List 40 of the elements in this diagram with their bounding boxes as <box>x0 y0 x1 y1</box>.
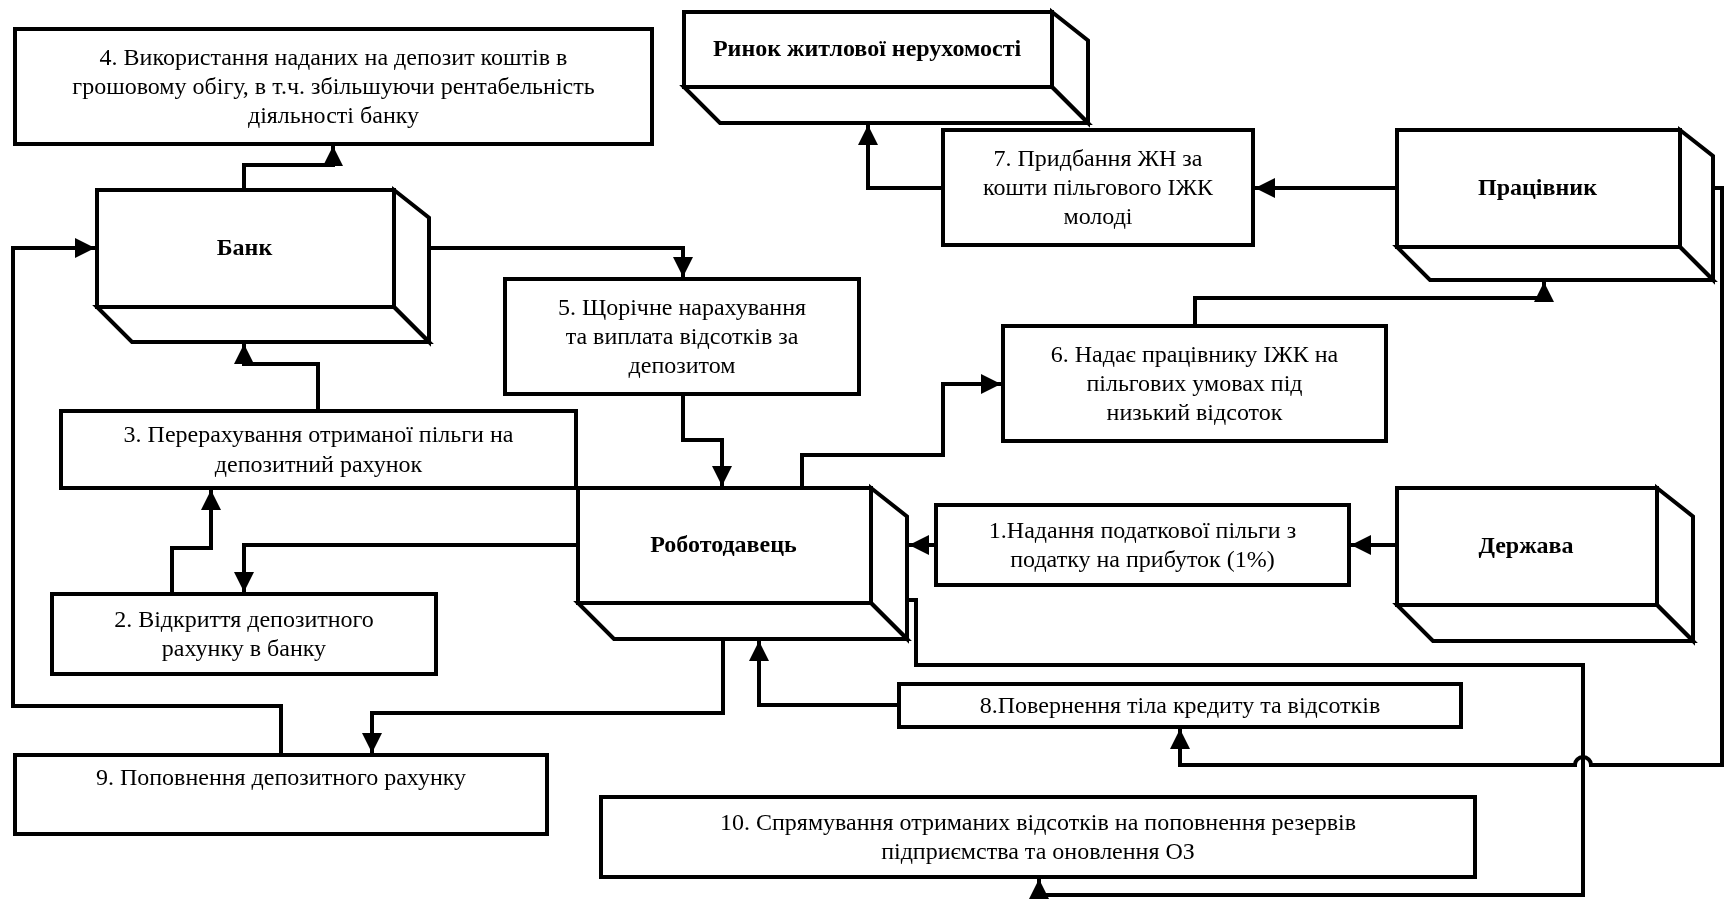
block-title: Роботодавець <box>650 529 797 559</box>
connector-arrow <box>362 641 725 753</box>
process-box <box>941 128 1255 247</box>
connector-arrow <box>800 374 1001 486</box>
connector-arrow <box>1255 178 1395 198</box>
box-text: 3. Перерахування отриманої пільги на депозитний рахунок <box>122 420 515 479</box>
box-text: 1.Надання податкової пільги з податку на прибуток (1%) <box>987 515 1298 574</box>
box-text: 4. Використання наданих на депозит коштів в грошовому обігу, в т.ч. збільшуючи рентабельність діяльності банку <box>71 42 596 131</box>
block-title: Банк <box>216 232 273 262</box>
connector-arrow <box>234 344 320 409</box>
box-text: 5. Щорічне нарахування та виплата відсотків за депозитом <box>556 292 808 381</box>
connector-arrow <box>1193 282 1554 324</box>
block-title: Ринок житлової нерухомості <box>712 33 1022 63</box>
box-text: 8.Повернення тіла кредиту та відсотків <box>979 690 1381 720</box>
box-text: 10. Спрямування отриманих відсотків на поповнення резервів підприємства та оновлення ОЗ <box>719 807 1357 866</box>
process-box <box>50 592 438 676</box>
process-box <box>13 27 654 146</box>
connector-arrow <box>681 396 732 486</box>
process-box <box>13 753 549 836</box>
box-text: 6. Надає працівнику ІЖК на пільгових умовах під низький відсоток <box>1049 339 1340 428</box>
box-text: 7. Придбання ЖН за кошти пільгового ІЖК молоді <box>983 143 1213 232</box>
connector-arrow <box>234 543 576 592</box>
connector-arrow <box>242 146 343 188</box>
connector-arrow <box>1351 535 1395 555</box>
block-title: Держава <box>1478 530 1574 560</box>
connector-arrow <box>170 490 221 592</box>
connector-arrow <box>431 246 693 277</box>
process-box <box>897 682 1463 729</box>
process-box <box>934 503 1351 587</box>
block-title: Працівник <box>1478 172 1597 202</box>
connector-arrow <box>909 535 934 555</box>
process-box <box>599 795 1477 879</box>
connector-arrow <box>749 641 897 707</box>
box-text: 9. Поповнення депозитного рахунку <box>95 763 467 792</box>
connector-arrow <box>858 125 941 190</box>
connector-arrow <box>11 238 283 753</box>
process-box <box>59 409 578 490</box>
box-text: 2. Відкриття депозитного рахунку в банку <box>113 604 375 663</box>
process-box <box>1001 324 1388 443</box>
process-box <box>503 277 861 396</box>
